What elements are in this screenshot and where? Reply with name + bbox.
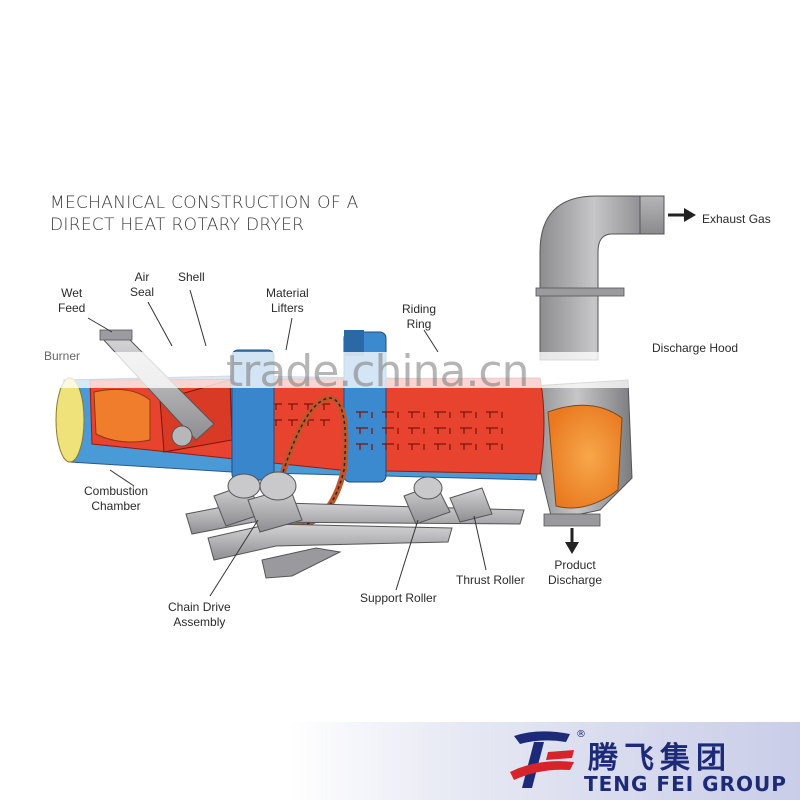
leader-lines xyxy=(87,289,487,597)
rotary-dryer-illustration xyxy=(55,195,696,597)
label-riding-ring-line-1: Riding xyxy=(402,302,437,316)
label-shell: Shell xyxy=(178,270,205,284)
label-product-discharge-line-1: Product xyxy=(554,558,596,572)
product-discharge-arrow-icon xyxy=(565,528,579,554)
brand-footer xyxy=(0,722,800,800)
watermark: trade.china.cn xyxy=(0,346,800,397)
label-product-discharge: Product Discharge xyxy=(548,558,602,588)
label-air-seal: Air Seal xyxy=(130,270,154,300)
exhaust-arrow-icon xyxy=(668,208,696,222)
label-riding-ring: Riding Ring xyxy=(402,302,436,332)
registered-mark: ® xyxy=(576,729,586,740)
label-exhaust-gas: Exhaust Gas xyxy=(702,212,771,226)
brand-name-english: TENG FEI GROUP xyxy=(584,772,787,796)
watermark-band xyxy=(14,352,784,388)
brand-name-chinese: 腾飞集团 xyxy=(588,741,732,776)
label-air-seal-line-2: Seal xyxy=(130,285,155,299)
label-riding-ring-line-2: Ring xyxy=(406,317,432,331)
label-wet-feed: Wet Feed xyxy=(58,286,85,316)
label-product-discharge-line-2: Discharge xyxy=(548,573,603,587)
label-burner: Burner xyxy=(44,349,81,363)
label-combustion-chamber-line-1: Combustion xyxy=(84,484,149,498)
label-combustion-chamber-line-2: Chamber xyxy=(91,499,141,513)
label-chain-drive-assembly-line-1: Chain Drive xyxy=(168,600,231,614)
diagram-title-line-1: MECHANICAL CONSTRUCTION OF A xyxy=(50,193,359,213)
discharge-hood xyxy=(531,195,665,527)
diagram-title-line-2: DIRECT HEAT ROTARY DRYER xyxy=(50,215,305,235)
label-wet-feed-line-2: Feed xyxy=(58,301,86,315)
label-chain-drive-assembly: Chain Drive Assembly xyxy=(168,600,231,630)
support-rollers xyxy=(213,471,493,533)
label-discharge-hood: Discharge Hood xyxy=(652,341,739,355)
watermark-text: trade.china.cn xyxy=(226,346,530,397)
label-thrust-roller: Thrust Roller xyxy=(456,573,525,587)
tf-logo-icon xyxy=(510,731,574,788)
label-material-lifters: Material Lifters xyxy=(266,286,309,316)
material-lifters xyxy=(240,403,503,450)
label-combustion-chamber: Combustion Chamber xyxy=(84,484,148,514)
diagram-title: MECHANICAL CONSTRUCTION OF A DIRECT HEAT… xyxy=(50,192,359,236)
label-air-seal-line-1: Air xyxy=(134,270,150,284)
label-wet-feed-line-1: Wet xyxy=(61,286,83,300)
label-chain-drive-assembly-line-2: Assembly xyxy=(173,615,226,629)
label-material-lifters-line-2: Lifters xyxy=(271,301,304,315)
label-material-lifters-line-1: Material xyxy=(266,286,309,300)
label-support-roller: Support Roller xyxy=(360,591,437,605)
